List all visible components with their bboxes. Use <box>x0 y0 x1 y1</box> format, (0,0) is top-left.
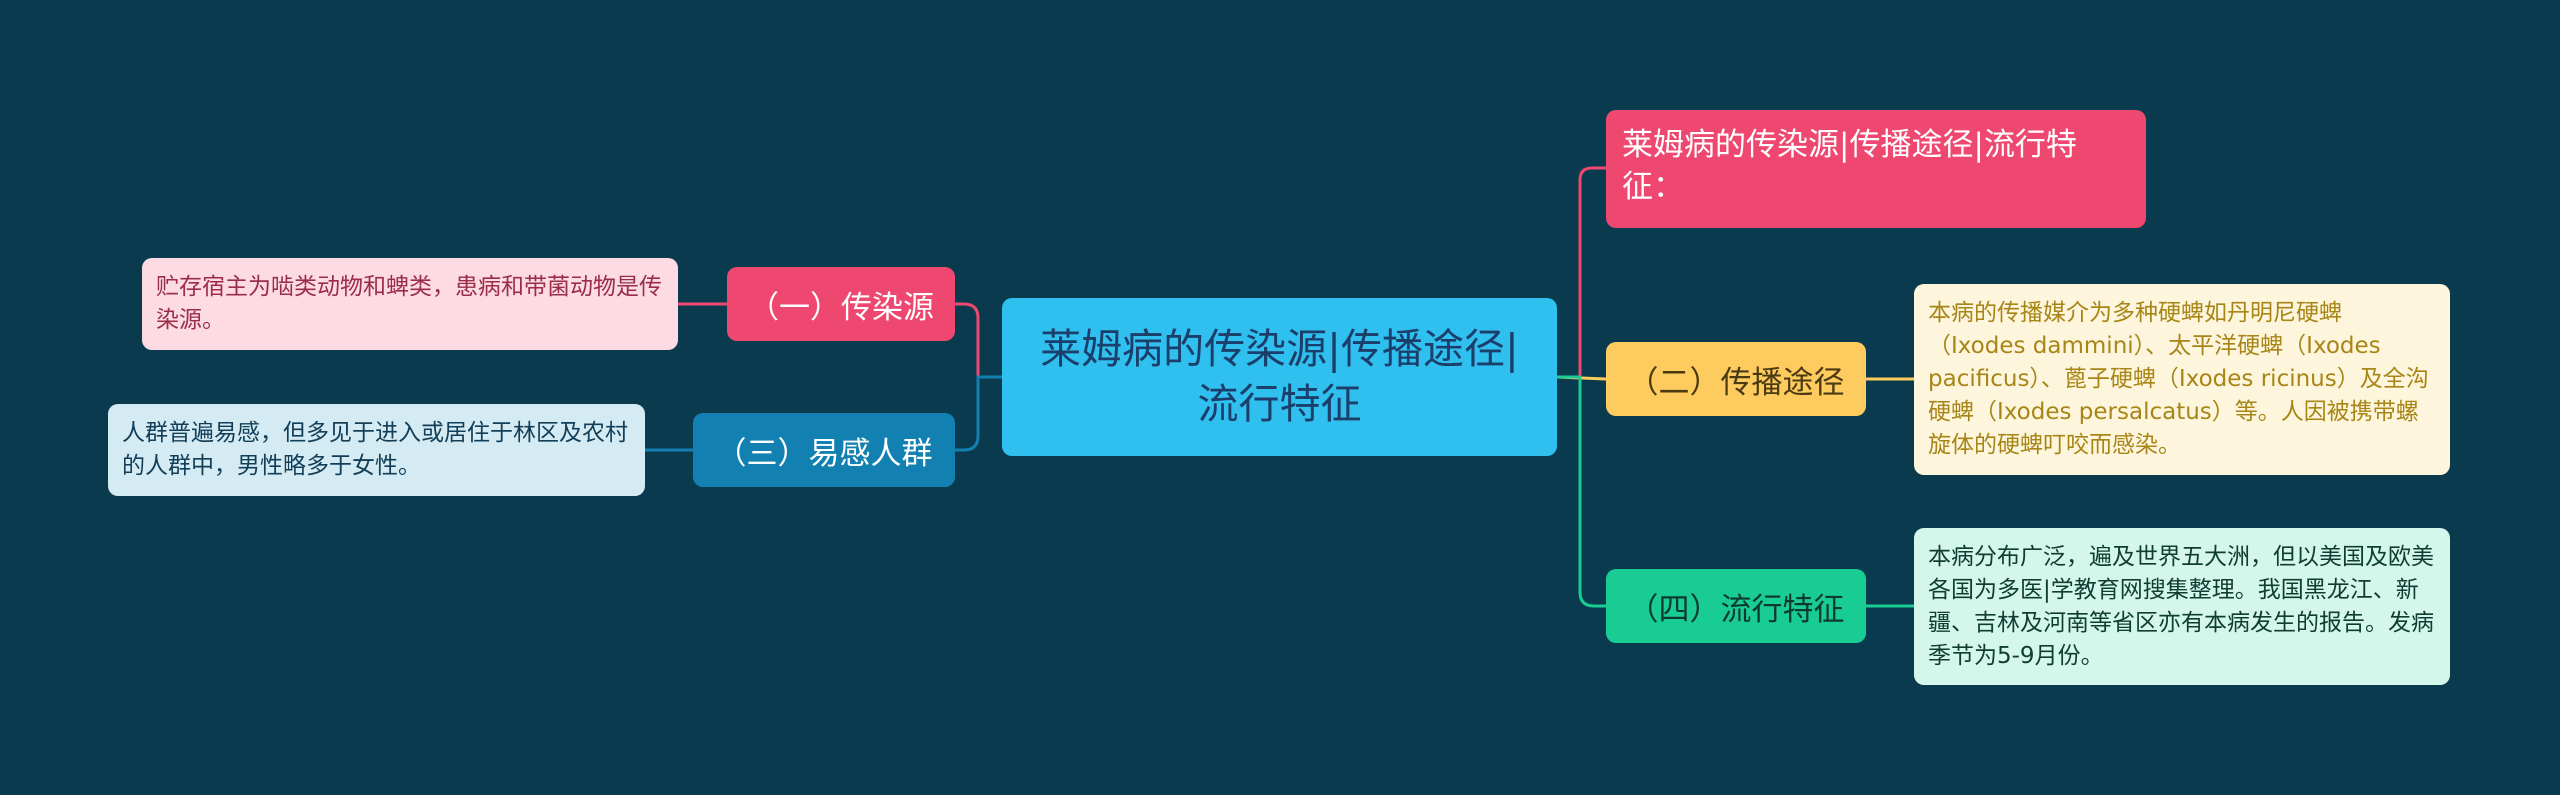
center-topic-text: 莱姆病的传染源|传播途径|流行特征 <box>1040 325 1519 428</box>
connector-center-to-epidemic <box>1557 375 1606 608</box>
detail-source-text: 贮存宿主为啮类动物和蜱类，患病和带菌动物是传染源。 <box>156 274 662 333</box>
detail-route-text: 本病的传播媒介为多种硬蜱如丹明尼硬蜱（Ixodes dammini）、太平洋硬蜱… <box>1928 300 2429 458</box>
branch-susceptible-label: （三）易感人群 <box>715 435 933 472</box>
detail-route[interactable]: 本病的传播媒介为多种硬蜱如丹明尼硬蜱（Ixodes dammini）、太平洋硬蜱… <box>1914 284 2450 475</box>
branch-source[interactable]: （一）传染源 <box>727 267 955 341</box>
connector-center-to-susceptible <box>955 375 1002 452</box>
detail-source[interactable]: 贮存宿主为啮类动物和蜱类，患病和带菌动物是传染源。 <box>142 258 678 350</box>
branch-route[interactable]: （二）传播途径 <box>1606 342 1866 416</box>
detail-susceptible-text: 人群普遍易感，但多见于进入或居住于林区及农村的人群中，男性略多于女性。 <box>122 420 628 479</box>
center-topic[interactable]: 莱姆病的传染源|传播途径|流行特征 <box>1002 298 1557 456</box>
branch-title-node[interactable]: 莱姆病的传染源|传播途径|流行特征： <box>1606 110 2146 228</box>
branch-susceptible[interactable]: （三）易感人群 <box>693 413 955 487</box>
branch-title-text: 莱姆病的传染源|传播途径|流行特征： <box>1622 127 2077 205</box>
detail-epidemic[interactable]: 本病分布广泛，遍及世界五大洲，但以美国及欧美各国为多医|学教育网搜集整理。我国黑… <box>1914 528 2450 685</box>
branch-source-label: （一）传染源 <box>748 289 934 326</box>
detail-epidemic-text: 本病分布广泛，遍及世界五大洲，但以美国及欧美各国为多医|学教育网搜集整理。我国黑… <box>1928 543 2434 669</box>
connector-center-to-source <box>955 302 1002 379</box>
branch-route-label: （二）传播途径 <box>1627 364 1845 401</box>
branch-epidemic[interactable]: （四）流行特征 <box>1606 569 1866 643</box>
connector-center-to-top <box>1557 166 1606 379</box>
branch-epidemic-label: （四）流行特征 <box>1627 591 1845 628</box>
detail-susceptible[interactable]: 人群普遍易感，但多见于进入或居住于林区及农村的人群中，男性略多于女性。 <box>108 404 645 496</box>
